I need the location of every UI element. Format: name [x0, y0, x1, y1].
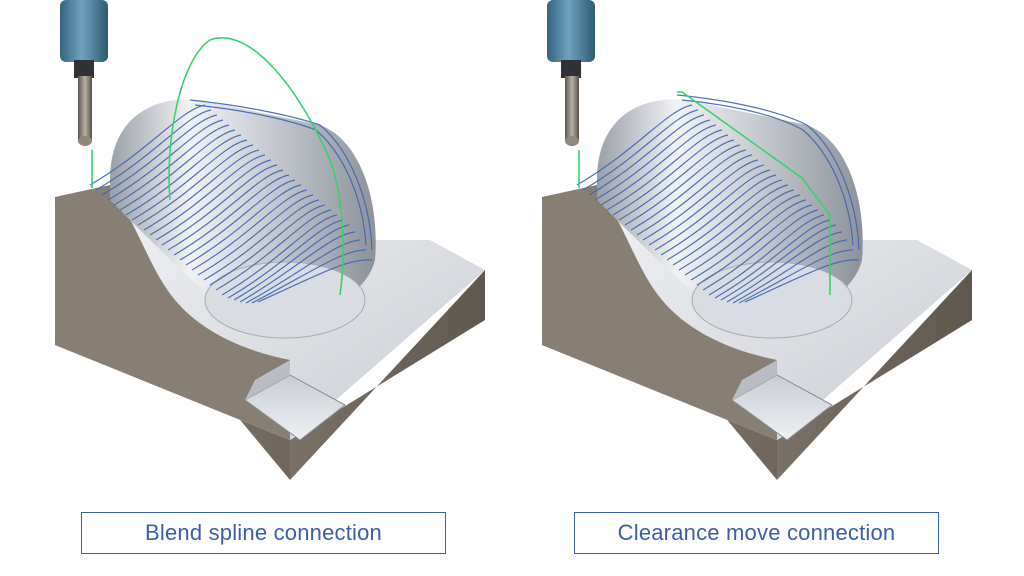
ball-end-mill-icon — [547, 0, 595, 146]
clearance-move-scene — [542, 0, 972, 480]
caption-text: Blend spline connection — [145, 520, 382, 545]
ball-end-mill-icon — [60, 0, 108, 146]
right-panel: Clearance move connection — [512, 0, 1024, 576]
left-panel: Blend spline connection — [55, 0, 485, 554]
clearance-move-path — [578, 91, 831, 295]
caption-clearance-move: Clearance move connection — [574, 512, 939, 554]
caption-text: Clearance move connection — [617, 520, 896, 545]
dome-feature — [110, 99, 376, 339]
blend-spline-path — [91, 37, 344, 296]
blend-spline-scene — [55, 0, 485, 480]
toolpath — [89, 99, 373, 304]
caption-blend-spline: Blend spline connection — [81, 512, 446, 554]
toolpath — [576, 94, 860, 304]
